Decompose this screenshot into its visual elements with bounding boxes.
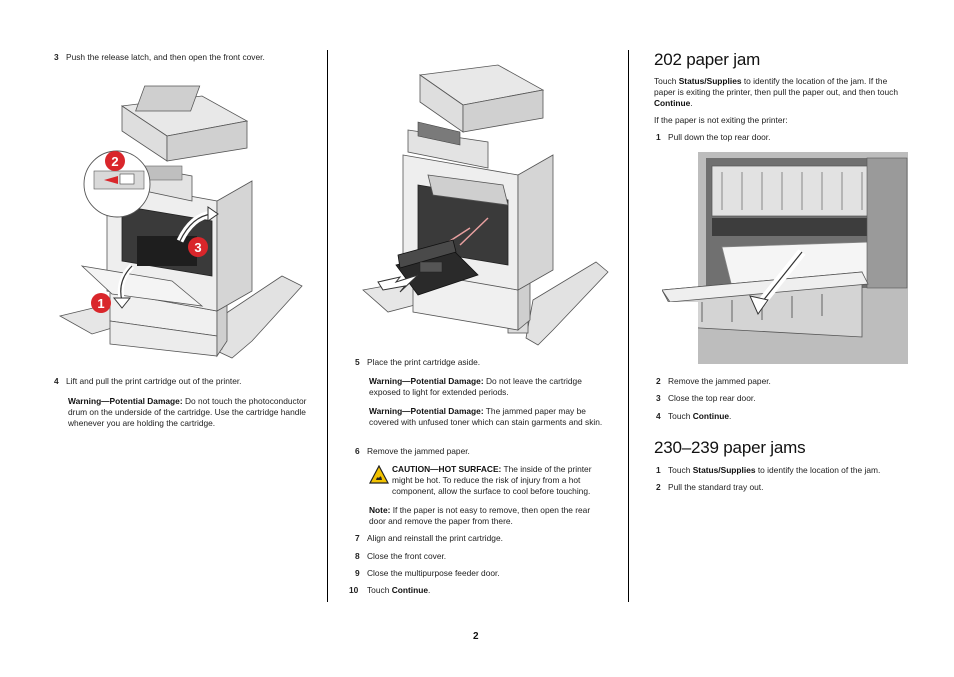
step-text-pre: Touch <box>668 465 693 475</box>
continue-label: Continue <box>692 411 729 421</box>
step-text-post: . <box>728 411 732 421</box>
rear-step-2: 2 Remove the jammed paper. <box>656 376 912 387</box>
step-3: 3 Push the release latch, and then open t… <box>54 52 319 63</box>
page-number: 2 <box>473 631 479 642</box>
step-number: 1 <box>656 132 661 142</box>
step-7: 7 Align and reinstall the print cartridge… <box>355 533 620 544</box>
step-5: 5 Place the print cartridge aside. <box>355 357 620 368</box>
intro-mid: to identify the location of the jam. If … <box>654 76 898 97</box>
tray-step-1: 1 Touch Status/Supplies to identify the l… <box>656 465 916 476</box>
heading-230-239-paper-jams: 230–239 paper jams <box>654 438 806 457</box>
step-text-pre: Touch <box>367 585 392 595</box>
step-4: 4 Lift and pull the print cartridge out o… <box>54 376 319 387</box>
tray-step-2: 2 Pull the standard tray out. <box>656 482 912 493</box>
step-number: 5 <box>355 357 360 367</box>
warning-photoconductor: Warning—Potential Damage: Do not touch t… <box>68 396 308 429</box>
callout-3-marker <box>188 237 208 257</box>
column-divider-right <box>628 50 629 602</box>
top-rear-door-illustration <box>662 152 908 364</box>
step-number: 4 <box>656 411 661 421</box>
step-text: Place the print cartridge aside. <box>367 357 481 367</box>
warning-text: Do not leave the cartridge exposed to li… <box>369 376 582 397</box>
step-number: 2 <box>656 376 661 386</box>
caution-hot-surface: CAUTION—HOT SURFACE: The inside of the p… <box>392 464 606 497</box>
if-not-exiting-text: If the paper is not exiting the printer: <box>654 115 788 125</box>
step-text: Lift and pull the print cartridge out of… <box>66 376 242 386</box>
callout-3-label: 3 <box>194 240 201 255</box>
step-number: 8 <box>355 551 360 561</box>
step-number: 10 <box>349 585 359 595</box>
callout-1-marker <box>91 293 111 313</box>
rear-step-1: 1 Pull down the top rear door. <box>656 132 912 143</box>
step-number: 7 <box>355 533 360 543</box>
step-text-pre: Touch <box>668 411 693 421</box>
caution-text: The inside of the printer might be hot. … <box>392 464 592 496</box>
intro-pre: Touch <box>654 76 679 86</box>
step-text: Close the multipurpose feeder door. <box>367 568 500 578</box>
callout-2-label: 2 <box>111 154 118 169</box>
warning-label: Warning—Potential Damage: <box>369 406 484 416</box>
status-supplies-label: Status/Supplies <box>692 465 756 475</box>
step-8: 8 Close the front cover. <box>355 551 620 562</box>
continue-label: Continue <box>654 98 691 108</box>
warning-toner-stain: Warning—Potential Damage: The jammed pap… <box>369 406 604 428</box>
step-10: 10 Touch Continue. <box>349 585 619 596</box>
step-text: Remove the jammed paper. <box>668 376 771 386</box>
status-supplies-label: Status/Supplies <box>678 76 742 86</box>
step-text: Pull the standard tray out. <box>668 482 764 492</box>
printer-cartridge-removal-illustration <box>362 64 609 346</box>
intro-post: . <box>690 98 693 108</box>
step-text: Close the top rear door. <box>668 393 756 403</box>
warning-light-exposure: Warning—Potential Damage: Do not leave t… <box>369 376 604 398</box>
callout-2-marker <box>105 151 125 171</box>
note-text: If the paper is not easy to remove, then… <box>369 505 591 526</box>
callout-1-label: 1 <box>97 296 104 311</box>
column-divider-left <box>327 50 328 602</box>
heading-202-paper-jam: 202 paper jam <box>654 50 761 69</box>
step-text: Remove the jammed paper. <box>367 446 470 456</box>
step-number: 3 <box>54 52 59 62</box>
caution-label: CAUTION—HOT SURFACE: <box>392 464 502 474</box>
step-text: Push the release latch, and then open th… <box>66 52 265 62</box>
step-9: 9 Close the multipurpose feeder door. <box>355 568 620 579</box>
continue-label: Continue <box>391 585 428 595</box>
warning-text: Do not touch the photoconductor drum on … <box>68 396 307 428</box>
step-number: 3 <box>656 393 661 403</box>
rear-step-3: 3 Close the top rear door. <box>656 393 912 404</box>
step-6: 6 Remove the jammed paper. <box>355 446 620 457</box>
step-text-post: . <box>427 585 431 595</box>
step-number: 6 <box>355 446 360 456</box>
printer-front-cover-illustration: 2 3 1 <box>58 85 303 359</box>
step-text: Pull down the top rear door. <box>668 132 771 142</box>
note-rear-door: Note: If the paper is not easy to remove… <box>369 505 604 527</box>
step-number: 4 <box>54 376 59 386</box>
hot-surface-warning-icon <box>369 465 389 484</box>
note-label: Note: <box>369 505 391 515</box>
step-text: Close the front cover. <box>367 551 447 561</box>
step-text: Align and reinstall the print cartridge. <box>367 533 503 543</box>
step-number: 2 <box>656 482 661 492</box>
warning-label: Warning—Potential Damage: <box>68 396 183 406</box>
step-number: 1 <box>656 465 661 475</box>
intro-paragraph: Touch Status/Supplies to identify the lo… <box>654 76 910 109</box>
step-text-post: to identify the location of the jam. <box>755 465 881 475</box>
warning-label: Warning—Potential Damage: <box>369 376 484 386</box>
step-number: 9 <box>355 568 360 578</box>
rear-step-4: 4 Touch Continue. <box>656 411 912 422</box>
warning-text: The jammed paper may be covered with unf… <box>369 406 603 427</box>
